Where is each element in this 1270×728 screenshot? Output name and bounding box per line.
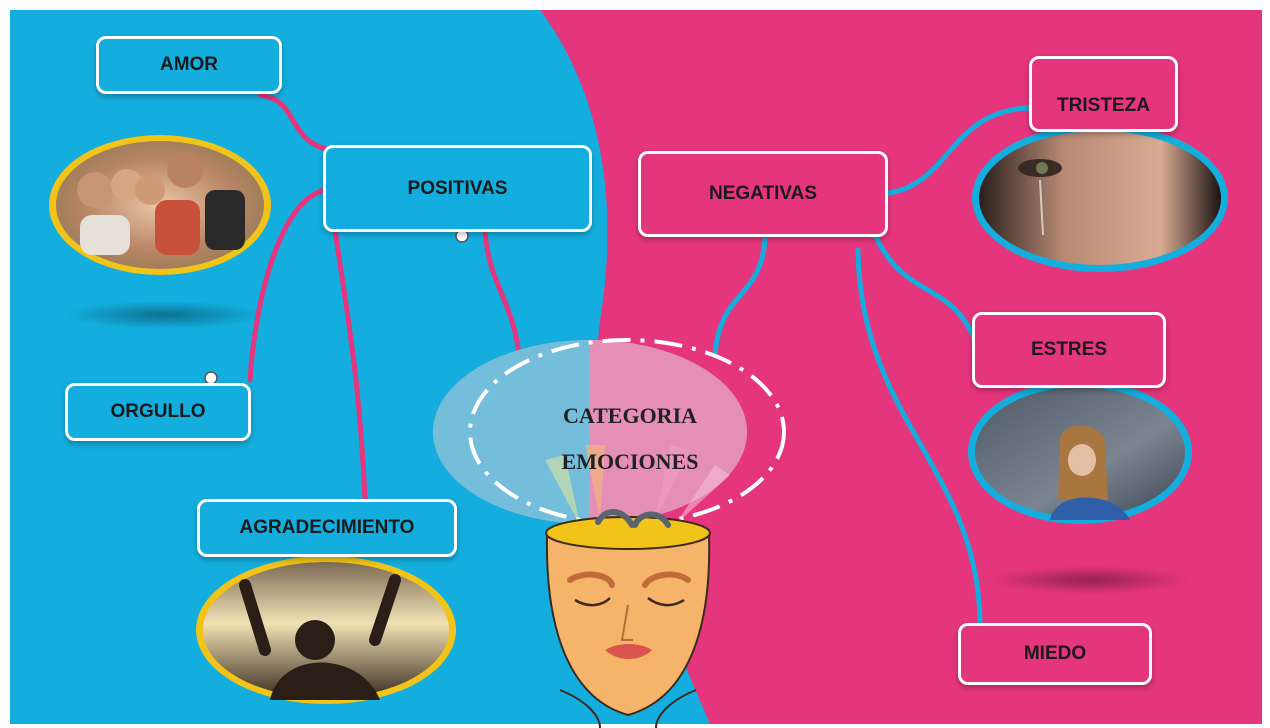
connector-agradecimiento — [332, 227, 368, 503]
sad-photo — [972, 124, 1228, 272]
stress-photo — [968, 380, 1192, 524]
positive-connectors — [247, 92, 523, 503]
negative-connectors — [712, 105, 1033, 628]
connector-estres — [872, 232, 978, 343]
connector-miedo — [855, 247, 983, 628]
node-miedo[interactable]: MIEDO — [958, 623, 1152, 685]
node-orgullo[interactable]: ORGULLO — [65, 383, 251, 441]
grateful-photo — [196, 556, 456, 704]
center-title-line-1: CATEGORIA — [562, 403, 698, 428]
node-tristeza[interactable]: TRISTEZA — [1029, 56, 1178, 132]
connector-amor — [257, 92, 333, 153]
connector-tristeza — [885, 105, 1033, 196]
connector-orgullo — [247, 187, 328, 383]
node-estres[interactable]: ESTRES — [972, 312, 1166, 388]
center-title-line-2: EMOCIONES — [561, 449, 699, 474]
node-positivas[interactable]: POSITIVAS — [323, 145, 592, 232]
node-agradecimiento[interactable]: AGRADECIMIENTO — [197, 499, 457, 557]
node-negativas[interactable]: NEGATIVAS — [638, 151, 888, 237]
shadow — [65, 301, 265, 329]
head-illustration — [545, 509, 711, 728]
family-photo — [49, 135, 271, 275]
shadow — [990, 566, 1190, 594]
head-rays — [545, 445, 730, 525]
node-amor[interactable]: AMOR — [96, 36, 282, 94]
connector-center-negative — [712, 237, 768, 358]
connector-center-positive — [482, 229, 523, 368]
